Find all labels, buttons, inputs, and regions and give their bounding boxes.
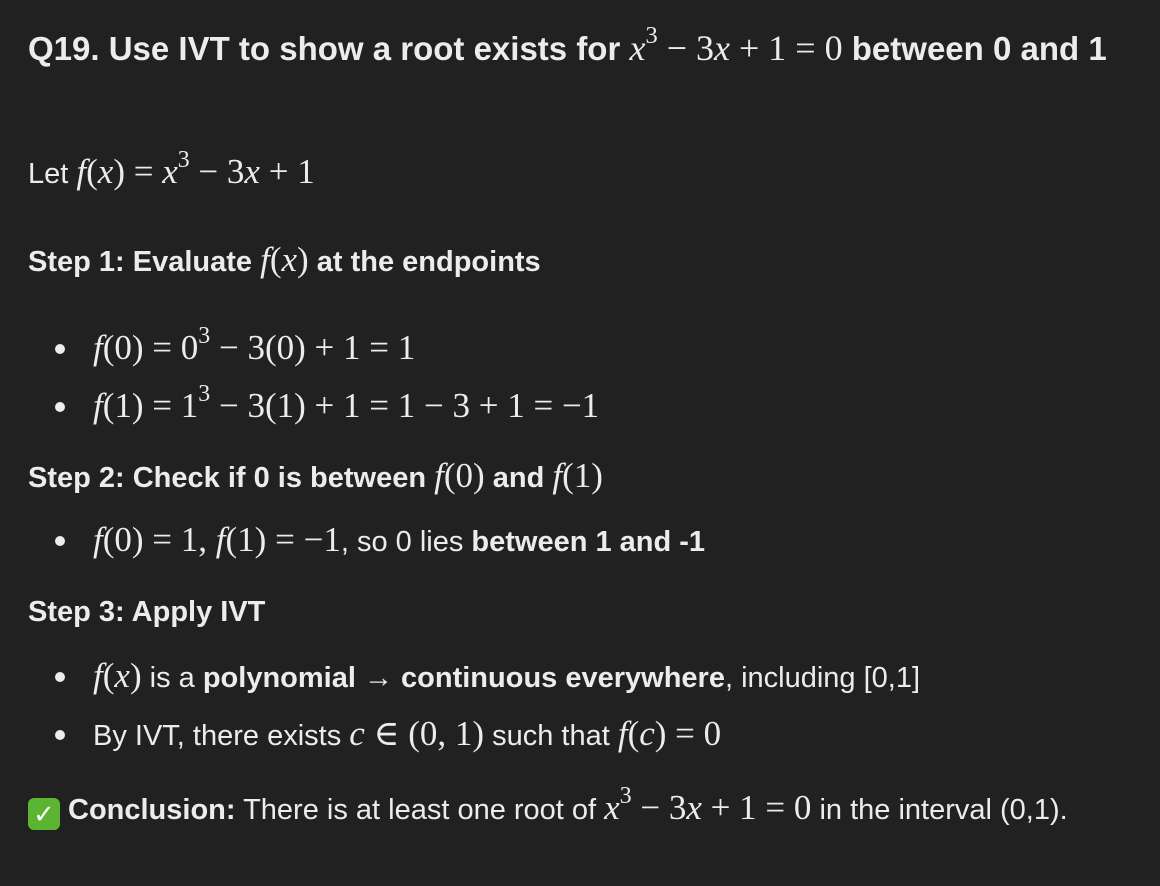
check-mark-icon: ✓ [28,798,60,830]
step-3-list: f(x) is a polynomial → continuous everyw… [28,648,920,764]
list-item: f(0) = 1, f(1) = −1, so 0 lies between 1… [28,512,705,570]
list-item: f(x) is a polynomial → continuous everyw… [28,648,920,706]
step-2-heading: Step 2: Check if 0 is between f(0) and f… [28,456,603,495]
equation: x3 − 3x + 1 = 0 [629,22,843,68]
bullet-icon [55,402,65,412]
function-definition: Let f(x) = x3 − 3x + 1 [28,146,315,191]
list-item: f(0) = 03 − 3(0) + 1 = 1 [28,320,599,378]
bullet-icon [55,344,65,354]
question-title: Q19. Use IVT to show a root exists for x… [28,22,1107,68]
step-2-list: f(0) = 1, f(1) = −1, so 0 lies between 1… [28,512,705,570]
conclusion: ✓Conclusion: There is at least one root … [28,780,1148,838]
step-1-list: f(0) = 03 − 3(0) + 1 = 1 f(1) = 13 − 3(1… [28,320,599,436]
step-1-heading: Step 1: Evaluate f(x) at the endpoints [28,240,541,279]
step-3-heading: Step 3: Apply IVT [28,596,266,628]
list-item: By IVT, there exists c ∈ (0, 1) such tha… [28,706,920,764]
list-item: f(1) = 13 − 3(1) + 1 = 1 − 3 + 1 = −1 [28,378,599,436]
bullet-icon [55,536,65,546]
bullet-icon [55,730,65,740]
bullet-icon [55,672,65,682]
